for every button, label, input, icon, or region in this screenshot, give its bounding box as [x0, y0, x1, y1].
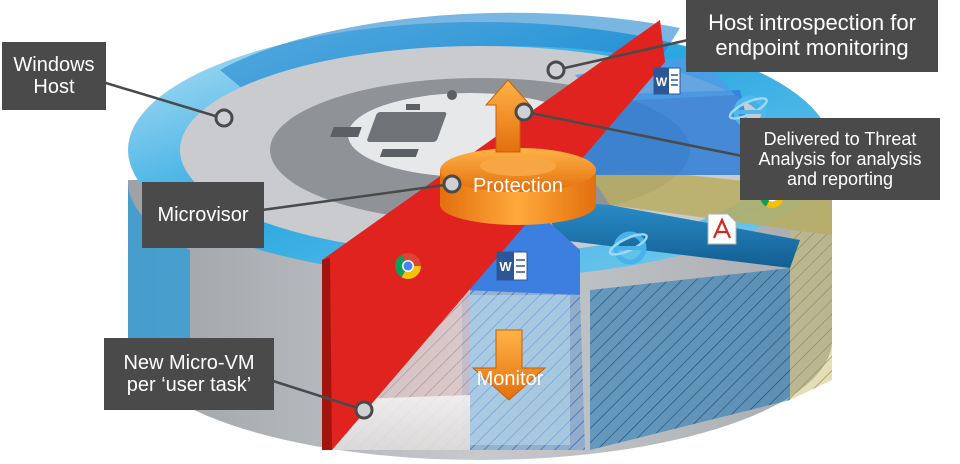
protection-ring [440, 148, 596, 225]
svg-text:W: W [499, 259, 512, 274]
circuit-chip-icon [330, 90, 457, 157]
down-arrow-icon [471, 329, 547, 401]
top-ring-dark-arc [220, 12, 680, 95]
callout-delivered: Delivered to Threat Analysis for analysi… [740, 118, 940, 200]
teal-slice-top [540, 200, 800, 268]
chrome-icon [394, 253, 421, 280]
teal-slice-wall [590, 268, 790, 450]
word-icon: W [496, 251, 528, 281]
leader-lines [95, 38, 743, 412]
monitor-label: Monitor [477, 368, 544, 390]
word-icon: W [653, 67, 681, 95]
callout-host-introspection: Host introspection for endpoint monitori… [686, 0, 938, 72]
red-wall-shade [322, 258, 332, 450]
svg-text:W: W [656, 75, 668, 89]
callout-micro-vm: New Micro-VM per ‘user task’ [104, 338, 274, 410]
callout-microvisor: Microvisor [142, 182, 264, 248]
leader-markers [214, 60, 566, 420]
protection-label: Protection [473, 175, 563, 197]
callout-windows-host: Windows Host [2, 42, 106, 110]
red-wall [322, 20, 665, 450]
internet-explorer-icon [608, 231, 648, 265]
acrobat-icon [707, 213, 737, 245]
olive-slice-wall [790, 230, 832, 400]
